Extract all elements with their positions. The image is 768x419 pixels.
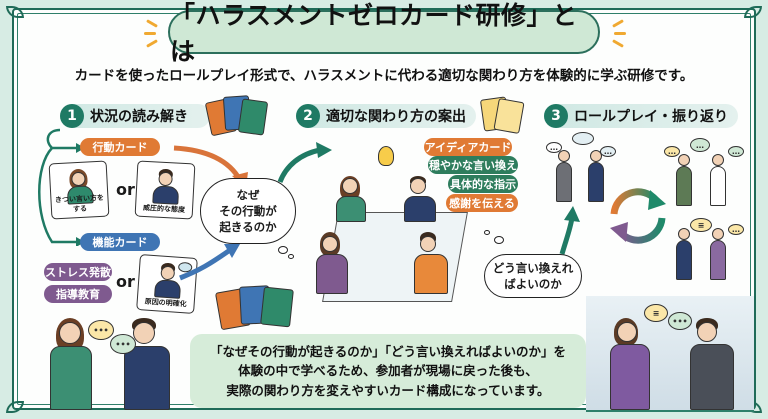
- step-number-badge: 2: [296, 104, 320, 128]
- idea-card-tag: アイディアカード: [424, 138, 512, 156]
- sparkle-icon: [614, 32, 626, 35]
- speech-bubble-icon: ≡: [690, 218, 712, 232]
- step-2-label: 適切な関わり方の案出: [326, 109, 466, 125]
- speech-bubble-icon: …: [664, 146, 680, 157]
- idea-option-gentle-rephrase: 穏やかな言い換え: [428, 156, 518, 174]
- step-number-badge: 3: [544, 104, 568, 128]
- speech-bubble-icon: ≡: [644, 304, 668, 322]
- speech-bubble-icon: [572, 132, 594, 145]
- speech-bubble-icon: …: [728, 146, 744, 157]
- summary-box: 「なぜその行動が起きるのか」「どう言い換えればよいのか」を 体験の中で学べるため…: [190, 334, 586, 408]
- cloud-puff-icon: [278, 246, 288, 254]
- step-1-label: 状況の読み解き: [90, 109, 188, 125]
- speech-bubble-icon: •••: [668, 312, 692, 330]
- action-card-tag: 行動カード: [80, 138, 160, 156]
- thought-cloud-how: どう言い換えれ ばよいのか: [484, 254, 582, 298]
- step-1-header: 1 状況の読み解き: [60, 104, 210, 128]
- speech-bubble-icon: •••: [110, 334, 136, 354]
- page-title: 「ハラスメントゼロカード研修」とは: [168, 1, 600, 66]
- or-label: or: [116, 180, 135, 199]
- summary-line-2: 体験の中で学べるため、参加者が現場に戻った後も、: [238, 363, 538, 379]
- speech-bubble-icon: …: [690, 138, 710, 152]
- teal-up-arrow-icon: [559, 206, 580, 255]
- cycle-arrows-icon: [610, 188, 666, 244]
- speech-bubble-icon: …: [728, 224, 744, 235]
- leaf-ornament-icon: [6, 401, 24, 413]
- step-3-header: 3 ロールプレイ・振り返り: [544, 104, 738, 128]
- step-number-badge: 1: [60, 104, 84, 128]
- summary-line-3: 実際の関わり方を変えやすいカード構成になっています。: [226, 382, 550, 398]
- speech-bubble-icon: •••: [88, 320, 114, 340]
- teal-arrow-icon: [277, 142, 332, 183]
- function-tag-stress-relief: ストレス発散: [44, 263, 112, 281]
- subtitle: カードを使ったロールプレイ形式で、ハラスメントに代わる適切な関わり方を体験的に学…: [74, 68, 694, 84]
- lightbulb-icon: [378, 146, 394, 166]
- function-tag-guidance: 指導教育: [44, 285, 112, 303]
- sparkle-icon: [144, 32, 156, 35]
- office-scene-illustration: ≡ •••: [586, 296, 754, 412]
- cloud-puff-icon: [288, 254, 294, 259]
- cloud-puff-icon: [494, 236, 504, 244]
- thought-cloud-why: なぜ その行動が 起きるのか: [200, 178, 296, 244]
- idea-option-specific-instruction: 具体的な指示: [448, 175, 518, 193]
- idea-card-icon: [493, 97, 525, 135]
- step-3-label: ロールプレイ・振り返り: [574, 109, 728, 125]
- card-deck-icon: [237, 98, 269, 136]
- speech-bubble-icon: …: [600, 146, 616, 157]
- cloud-puff-icon: [484, 230, 490, 235]
- speech-bubble-icon: …: [546, 142, 562, 153]
- step-2-header: 2 適切な関わり方の案出: [296, 104, 476, 128]
- action-card-harsh: きつい言い方をする: [48, 160, 110, 220]
- summary-line-1: 「なぜその行動が起きるのか」「どう言い換えればよいのか」を: [209, 343, 566, 359]
- card-deck-icon: [260, 286, 294, 328]
- function-card-tag: 機能カード: [80, 233, 160, 251]
- idea-option-express-thanks: 感謝を伝える: [446, 194, 518, 212]
- or-label: or: [116, 272, 135, 291]
